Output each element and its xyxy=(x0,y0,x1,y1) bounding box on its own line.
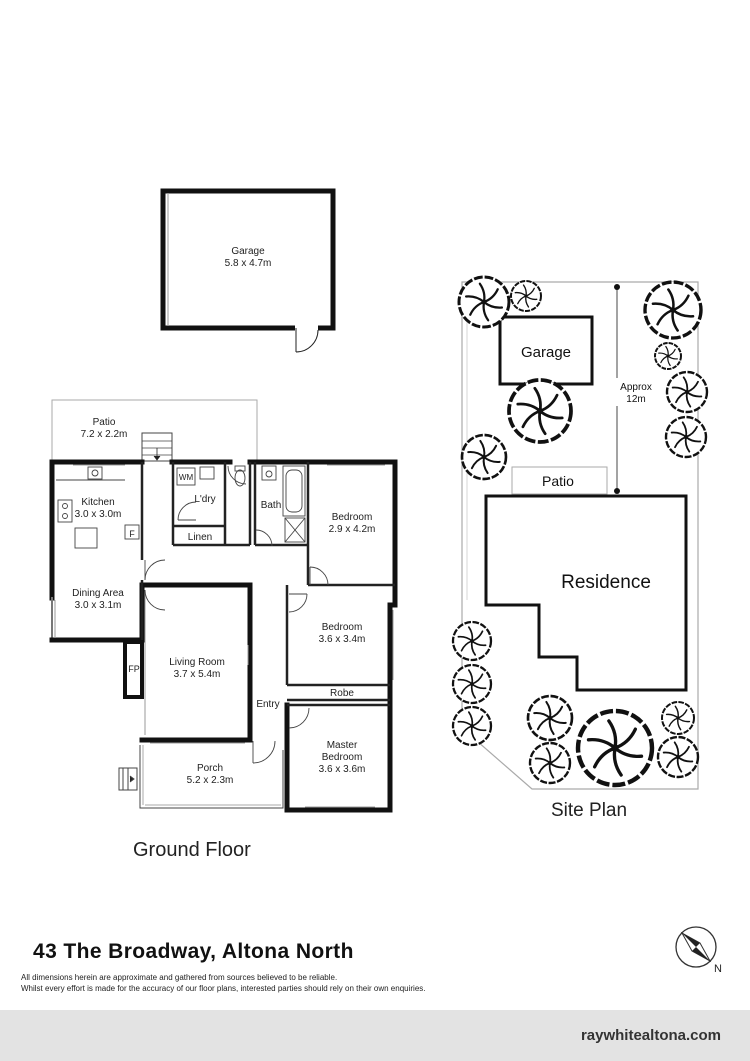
internal-walls xyxy=(140,462,395,707)
tree-icon xyxy=(656,735,700,779)
fireplace: FP xyxy=(123,640,144,699)
tree-icon xyxy=(526,694,574,742)
fireplace-label: FP xyxy=(128,664,140,674)
kitchen-label: Kitchen xyxy=(81,497,114,508)
doors xyxy=(144,465,329,764)
website-link[interactable]: raywhitealtona.com xyxy=(580,1027,721,1044)
bedroom2-size: 3.6 x 3.4m xyxy=(319,634,366,645)
site-plan-caption: Site Plan xyxy=(551,800,628,821)
footer-bar: raywhitealtona.com xyxy=(0,1010,750,1061)
laundry-fixtures xyxy=(176,466,215,486)
tree-icon xyxy=(457,275,511,329)
washing-machine-label: WM xyxy=(179,473,194,482)
master-label-line1: Master xyxy=(327,740,358,751)
living-label: Living Room xyxy=(169,657,225,668)
site-garage-label: Garage xyxy=(521,344,571,361)
patio-size: 7.2 x 2.2m xyxy=(81,429,128,440)
kitchen-size: 3.0 x 3.0m xyxy=(75,509,122,520)
tree-icon xyxy=(451,663,493,705)
bath-label: Bath xyxy=(261,500,282,511)
tree-icon xyxy=(665,370,709,414)
porch-label: Porch xyxy=(197,763,223,774)
patio-label: Patio xyxy=(93,417,116,428)
tree-icon xyxy=(510,280,542,312)
site-patio-label: Patio xyxy=(542,473,574,489)
garage-block: Garage 5.8 x 4.7m xyxy=(160,188,336,353)
tree-icon xyxy=(507,378,573,444)
site-trees xyxy=(451,275,709,788)
porch-area xyxy=(118,745,284,809)
garage-label: Garage xyxy=(231,246,265,257)
property-address: 43 The Broadway, Altona North xyxy=(33,940,354,963)
dining-label: Dining Area xyxy=(72,588,124,599)
bathroom-fixtures xyxy=(234,465,306,543)
dining-size: 3.0 x 3.1m xyxy=(75,600,122,611)
entry-label: Entry xyxy=(256,699,279,710)
disclaimer-line-2: Whilst every effort is made for the accu… xyxy=(21,984,426,993)
tree-icon xyxy=(460,433,508,481)
tree-icon xyxy=(575,708,655,788)
fridge-label: F xyxy=(129,529,135,539)
bedroom2-label: Bedroom xyxy=(322,622,363,633)
site-dimension-line2: 12m xyxy=(626,394,645,405)
kitchen-fixtures xyxy=(56,466,140,549)
ground-floor-caption: Ground Floor xyxy=(133,839,251,861)
windows xyxy=(54,464,394,808)
site-plan: Garage Patio Residence Approx 12m xyxy=(461,281,699,790)
site-dimension-line1: Approx xyxy=(620,382,652,393)
porch-size: 5.2 x 2.3m xyxy=(187,775,234,786)
master-label-line2: Bedroom xyxy=(322,752,363,763)
laundry-label: L'dry xyxy=(194,494,215,505)
robe-label: Robe xyxy=(330,688,354,699)
tree-icon xyxy=(528,741,572,785)
tree-icon xyxy=(664,415,708,459)
floor-plan-drawing: Garage 5.8 x 4.7m Patio 7.2 x 2.2m xyxy=(49,188,709,813)
tree-icon xyxy=(654,342,682,370)
tree-icon xyxy=(643,280,703,340)
compass-icon xyxy=(675,926,717,968)
disclaimer-line-1: All dimensions herein are approximate an… xyxy=(21,973,338,982)
tree-icon xyxy=(451,620,493,662)
master-size: 3.6 x 3.6m xyxy=(319,764,366,775)
linen-label: Linen xyxy=(188,532,212,543)
tree-icon xyxy=(451,705,493,747)
bedroom1-label: Bedroom xyxy=(332,512,373,523)
north-label: N xyxy=(714,963,722,975)
garage-size: 5.8 x 4.7m xyxy=(225,258,272,269)
site-residence-label: Residence xyxy=(561,572,651,593)
tree-icon xyxy=(661,701,695,735)
living-size: 3.7 x 5.4m xyxy=(174,669,221,680)
patio-area: Patio 7.2 x 2.2m xyxy=(51,399,258,462)
bedroom1-size: 2.9 x 4.2m xyxy=(329,524,376,535)
